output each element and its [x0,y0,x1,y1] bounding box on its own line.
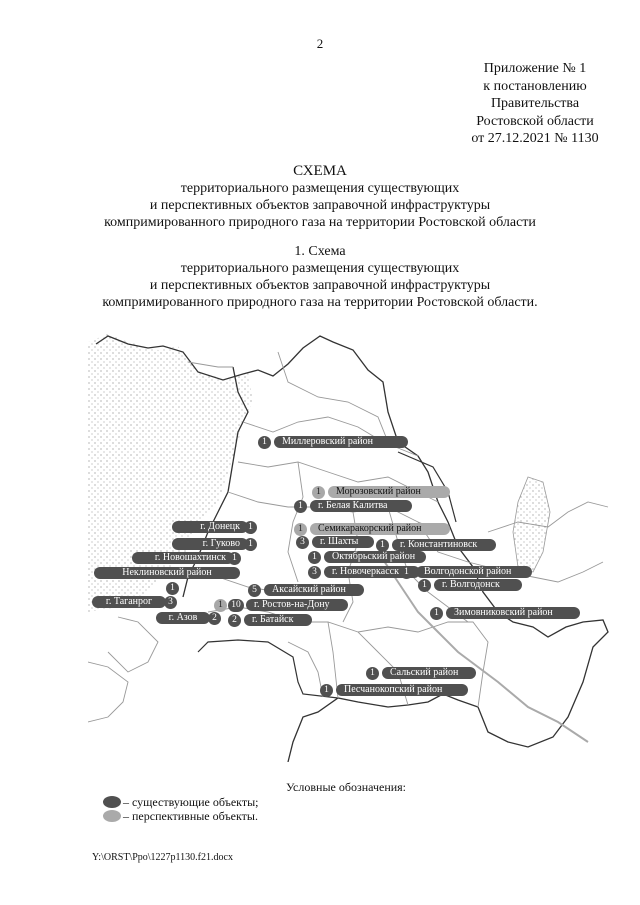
district-label-prospective[interactable]: Семикаракорский район [310,523,450,535]
appendix-line: Правительства [490,96,580,111]
page-number: 2 [316,36,324,51]
count-badge: 1 [244,521,257,534]
legend-existing: – существующие объекты; [103,795,258,809]
city-label[interactable]: г. Новочеркасск [324,566,420,578]
city-label[interactable]: г. Белая Калитва [310,500,412,512]
legend-prospective-label: – перспективные объекты. [123,809,258,823]
district-label[interactable]: Волгодонской район [416,566,532,578]
district-label[interactable]: Сальский район [382,667,476,679]
region-map: 1 Миллеровский район 1 Морозовский район… [88,322,623,762]
count-badge: 1 [244,538,257,551]
section-line: и перспективных объектов заправочной инф… [149,278,491,293]
file-path-footer: Y:\ORST\Ppo\1227p1130.f21.docx [92,852,233,863]
count-badge: 3 [164,596,177,609]
district-label[interactable]: Неклиновский район [94,567,240,579]
count-badge: 1 [430,607,443,620]
district-label[interactable]: Октябрьский район [324,551,426,563]
title-line: и перспективных объектов заправочной инф… [149,198,491,213]
section-title: 1. Схема территориального размещения сущ… [0,243,640,311]
city-label[interactable]: г. Ростов-на-Дону [246,599,348,611]
count-badge: 10 [228,599,244,612]
district-label[interactable]: Песчанокопский район [336,684,468,696]
count-badge: 1 [294,500,307,513]
document-title: СХЕМА территориального размещения сущест… [0,163,640,231]
title-heading: СХЕМА [293,163,347,179]
count-badge: 1 [366,667,379,680]
city-label[interactable]: г. Гуково [172,538,248,550]
title-line: территориального размещения существующих [180,181,460,196]
count-badge: 1 [320,684,333,697]
prospective-marker-icon [103,810,121,822]
district-label[interactable]: Аксайский район [264,584,364,596]
appendix-line: от 27.12.2021 № 1130 [471,131,599,146]
count-badge: 2 [208,612,221,625]
city-label[interactable]: г. Константиновск [392,539,496,551]
count-badge: 1 [308,551,321,564]
city-label[interactable]: г. Азов [156,612,210,624]
count-badge-prospective: 1 [294,523,307,536]
appendix-line: Приложение № 1 [483,61,587,76]
count-badge: 1 [258,436,271,449]
count-badge: 5 [248,584,261,597]
district-label-prospective[interactable]: Морозовский район [328,486,450,498]
city-label[interactable]: г. Шахты [312,536,374,548]
count-badge: 3 [296,536,309,549]
count-badge: 1 [376,539,389,552]
count-badge: 1 [166,582,179,595]
section-line: территориального размещения существующих [180,261,460,276]
appendix-block: Приложение № 1 к постановлению Правитель… [440,60,630,148]
city-label[interactable]: г. Новошахтинск [132,552,234,564]
city-label[interactable]: г. Батайск [244,614,312,626]
section-line: компримированного природного газа на тер… [102,295,538,310]
count-badge-prospective: 1 [214,599,227,612]
count-badge: 1 [418,579,431,592]
city-label[interactable]: г. Донецк [172,521,248,533]
city-label[interactable]: г. Волгодонск [434,579,522,591]
legend-existing-label: – существующие объекты; [123,795,259,809]
district-label[interactable]: Зимовниковский район [446,607,580,619]
appendix-line: Ростовской области [476,113,594,129]
title-line: компримированного природного газа на тер… [104,215,536,230]
count-badge: 1 [400,566,413,579]
count-badge: 3 [308,566,321,579]
existing-marker-icon [103,796,121,808]
count-badge-prospective: 1 [312,486,325,499]
legend-prospective: – перспективные объекты. [103,809,258,823]
count-badge: 1 [228,552,241,565]
city-label[interactable]: г. Таганрог [92,596,166,608]
appendix-line: к постановлению [483,78,587,94]
section-heading: 1. Схема [294,244,346,259]
count-badge: 2 [228,614,241,627]
legend-title: Условные обозначения: [286,780,407,794]
district-label[interactable]: Миллеровский район [274,436,408,448]
